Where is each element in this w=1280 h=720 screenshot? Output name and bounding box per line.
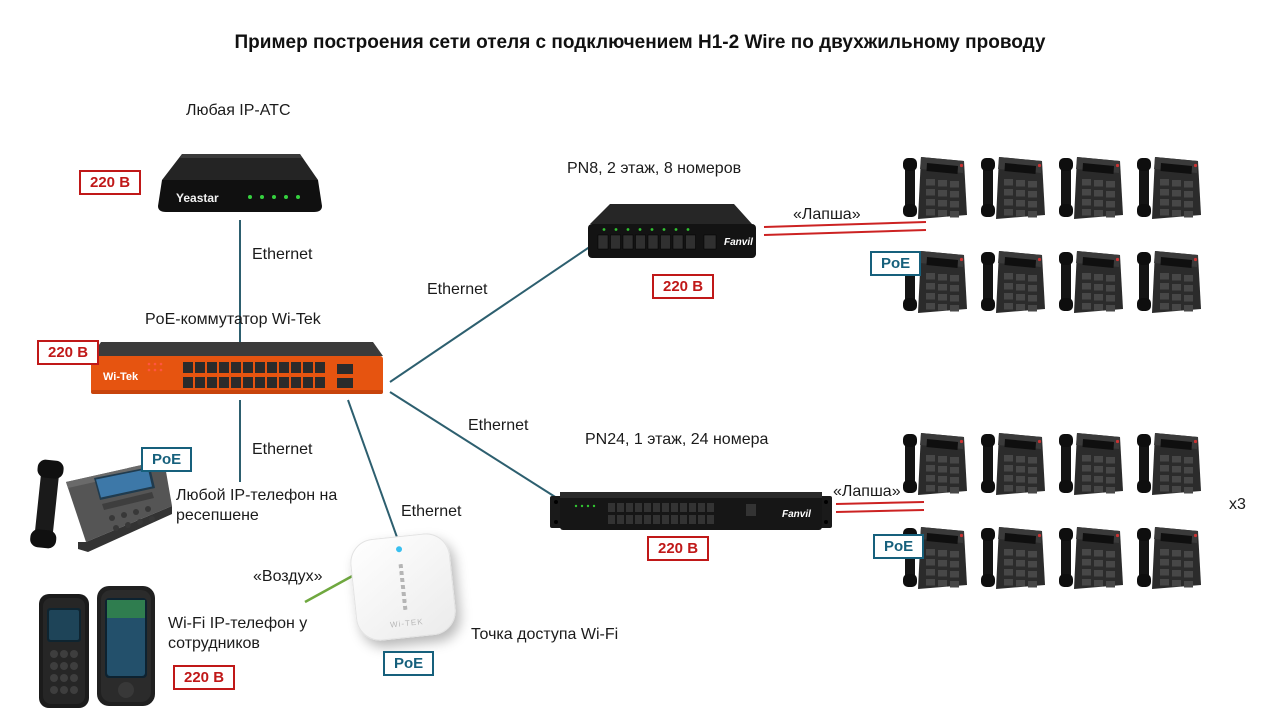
ap-label: Точка доступа Wi-Fi xyxy=(471,626,619,643)
hotel-phones-floor1 xyxy=(901,425,1213,595)
multiplier-label: x3 xyxy=(1229,496,1246,513)
hotel-phones-floor2 xyxy=(901,149,1213,319)
hotel-phone xyxy=(1135,425,1205,501)
hotel-phone xyxy=(1057,425,1127,501)
air-label: «Воздух» xyxy=(253,568,323,585)
lapsha-label-pn8: «Лапша» xyxy=(793,206,861,223)
ethernet-line-switch-ap xyxy=(347,399,399,541)
wifi-handsets-device xyxy=(39,586,155,708)
core-switch-brand-text: Wi-Tek xyxy=(103,371,139,383)
ethernet-label-switch-pn24: Ethernet xyxy=(468,417,529,434)
poe-switch-device: Wi-Tek xyxy=(91,342,383,394)
pn8-label: PN8, 2 этаж, 8 номеров xyxy=(567,160,742,177)
pn8-gateway-device: Fanvil xyxy=(588,204,756,258)
power-badge-switch: 220 В xyxy=(37,340,100,365)
poe-badge-pn24-phones: PoE xyxy=(873,534,925,559)
reception-phone-handset xyxy=(30,459,64,549)
power-badge-pbx: 220 В xyxy=(79,170,142,195)
hotel-phone xyxy=(1135,149,1205,225)
ap-led xyxy=(395,545,403,553)
hotel-phone xyxy=(1057,519,1127,595)
ethernet-line-switch-pn8 xyxy=(389,243,595,383)
reception-phone-body xyxy=(66,460,172,552)
hotel-phone xyxy=(1135,519,1205,595)
pn24-brand-text: Fanvil xyxy=(782,509,811,520)
hotel-phone xyxy=(979,519,1049,595)
pn24-leds xyxy=(574,504,596,508)
reception-phone-label: Любой IP-телефон на ресепшене xyxy=(176,487,338,524)
hotel-phone xyxy=(1057,243,1127,319)
pn8-leds xyxy=(602,228,690,231)
power-badge-pn8: 220 В xyxy=(652,274,715,299)
diagram-title: Пример построения сети отеля с подключен… xyxy=(234,32,1046,53)
ethernet-line-switch-pn24 xyxy=(389,391,561,501)
ethernet-label-switch-ap: Ethernet xyxy=(401,503,462,520)
hotel-phone xyxy=(1057,149,1127,225)
pn24-label: PN24, 1 этаж, 24 номера xyxy=(585,431,769,448)
hotel-phone xyxy=(979,425,1049,501)
wifi-handset-touch xyxy=(97,586,155,706)
pn8-brand-text: Fanvil xyxy=(724,237,753,248)
poe-badge-pn8-phones: PoE xyxy=(870,251,922,276)
poe-badge-reception: PoE xyxy=(141,447,193,472)
ap-vent-slot xyxy=(398,563,408,611)
ethernet-label-switch-reception: Ethernet xyxy=(252,441,313,458)
wifi-handset-keypad xyxy=(39,594,89,708)
hotel-phone xyxy=(901,149,971,225)
pn24-ports xyxy=(608,503,756,524)
ip-pbx-device: Yeastar xyxy=(158,154,322,212)
hotel-phone xyxy=(1135,243,1205,319)
poe-badge-ap: PoE xyxy=(383,651,435,676)
pbx-chassis xyxy=(158,154,322,212)
switch-ports xyxy=(183,362,353,388)
hotel-phone xyxy=(979,149,1049,225)
power-badge-wifi: 220 В xyxy=(173,665,236,690)
pn8-chassis xyxy=(588,204,756,258)
access-point-device: Wi-TEK xyxy=(347,531,459,643)
hotel-phone xyxy=(979,243,1049,319)
pn8-ports xyxy=(597,234,717,250)
ethernet-label-switch-pn8: Ethernet xyxy=(427,281,488,298)
lapsha-label-pn24: «Лапша» xyxy=(833,483,901,500)
power-badge-pn24: 220 В xyxy=(647,536,710,561)
pn24-gateway-device: Fanvil xyxy=(550,492,832,530)
switch-leds xyxy=(147,362,163,372)
pbx-brand-text: Yeastar xyxy=(176,191,219,205)
ethernet-label-pbx-switch: Ethernet xyxy=(252,246,313,263)
hotel-phone xyxy=(901,425,971,501)
wifi-phone-label: Wi-Fi IP-телефон у сотрудников xyxy=(168,615,308,652)
pbx-label: Любая IP-АТС xyxy=(186,102,291,119)
pbx-leds xyxy=(248,195,300,199)
ap-brand-text: Wi-TEK xyxy=(389,617,424,630)
core-switch-label: PoE-коммутатор Wi-Tek xyxy=(145,311,321,328)
